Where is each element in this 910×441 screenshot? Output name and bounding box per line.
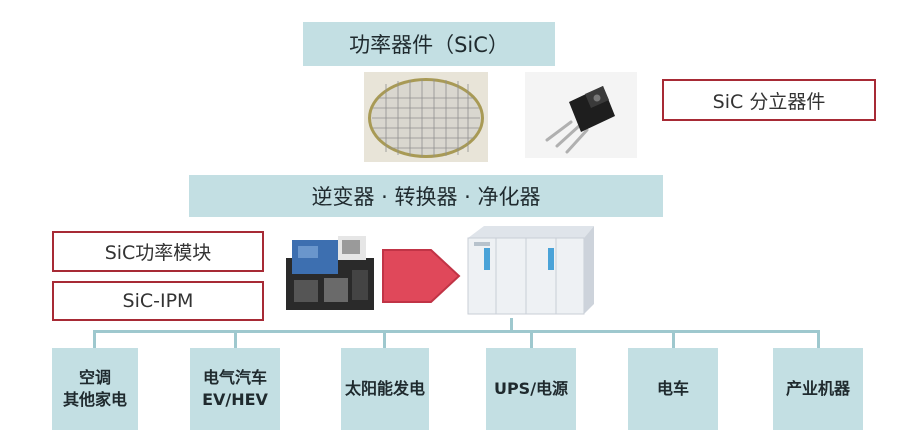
drop-line-3 (383, 330, 386, 348)
converter-text: 逆变器 · 转换器 · 净化器 (311, 185, 541, 209)
application-line1: 空调 (78, 368, 111, 387)
wafer-image (364, 72, 488, 162)
application-box-1: 空调 其他家电 (52, 348, 138, 430)
application-line1: UPS/电源 (493, 379, 569, 398)
application-line1: 电气汽车 (202, 368, 267, 387)
cabinet-image (462, 222, 600, 318)
drop-line-5 (672, 330, 675, 348)
transistor-image (525, 72, 637, 158)
drop-line-2 (234, 330, 237, 348)
sic-discrete-text: SiC 分立器件 (712, 90, 826, 113)
application-box-5: 电车 (628, 348, 718, 430)
application-line1: 产业机器 (785, 379, 850, 398)
sic-ipm-label: SiC-IPM (52, 281, 264, 321)
power-module-image (280, 228, 380, 318)
sic-module-text: SiC功率模块 (104, 242, 212, 264)
title-box: 功率器件（SiC） (303, 22, 555, 66)
application-box-6: 产业机器 (773, 348, 863, 430)
drop-line-1 (93, 330, 96, 348)
converter-box: 逆变器 · 转换器 · 净化器 (189, 175, 663, 217)
drop-line-4 (530, 330, 533, 348)
application-line2: 其他家电 (62, 390, 127, 409)
application-box-4: UPS/电源 (486, 348, 576, 430)
trunk-line (510, 318, 513, 332)
sic-module-label: SiC功率模块 (52, 231, 264, 272)
drop-line-6 (817, 330, 820, 348)
sic-discrete-label: SiC 分立器件 (662, 79, 876, 121)
branch-line (93, 330, 820, 333)
application-box-2: 电气汽车 EV/HEV (190, 348, 280, 430)
application-box-3: 太阳能发电 (341, 348, 429, 430)
sic-ipm-text: SiC-IPM (122, 290, 194, 312)
title-text: 功率器件（SiC） (349, 33, 509, 57)
application-line1: 电车 (656, 379, 689, 398)
application-line2: EV/HEV (202, 390, 268, 409)
application-line1: 太阳能发电 (344, 379, 425, 398)
arrow-icon (381, 248, 461, 304)
